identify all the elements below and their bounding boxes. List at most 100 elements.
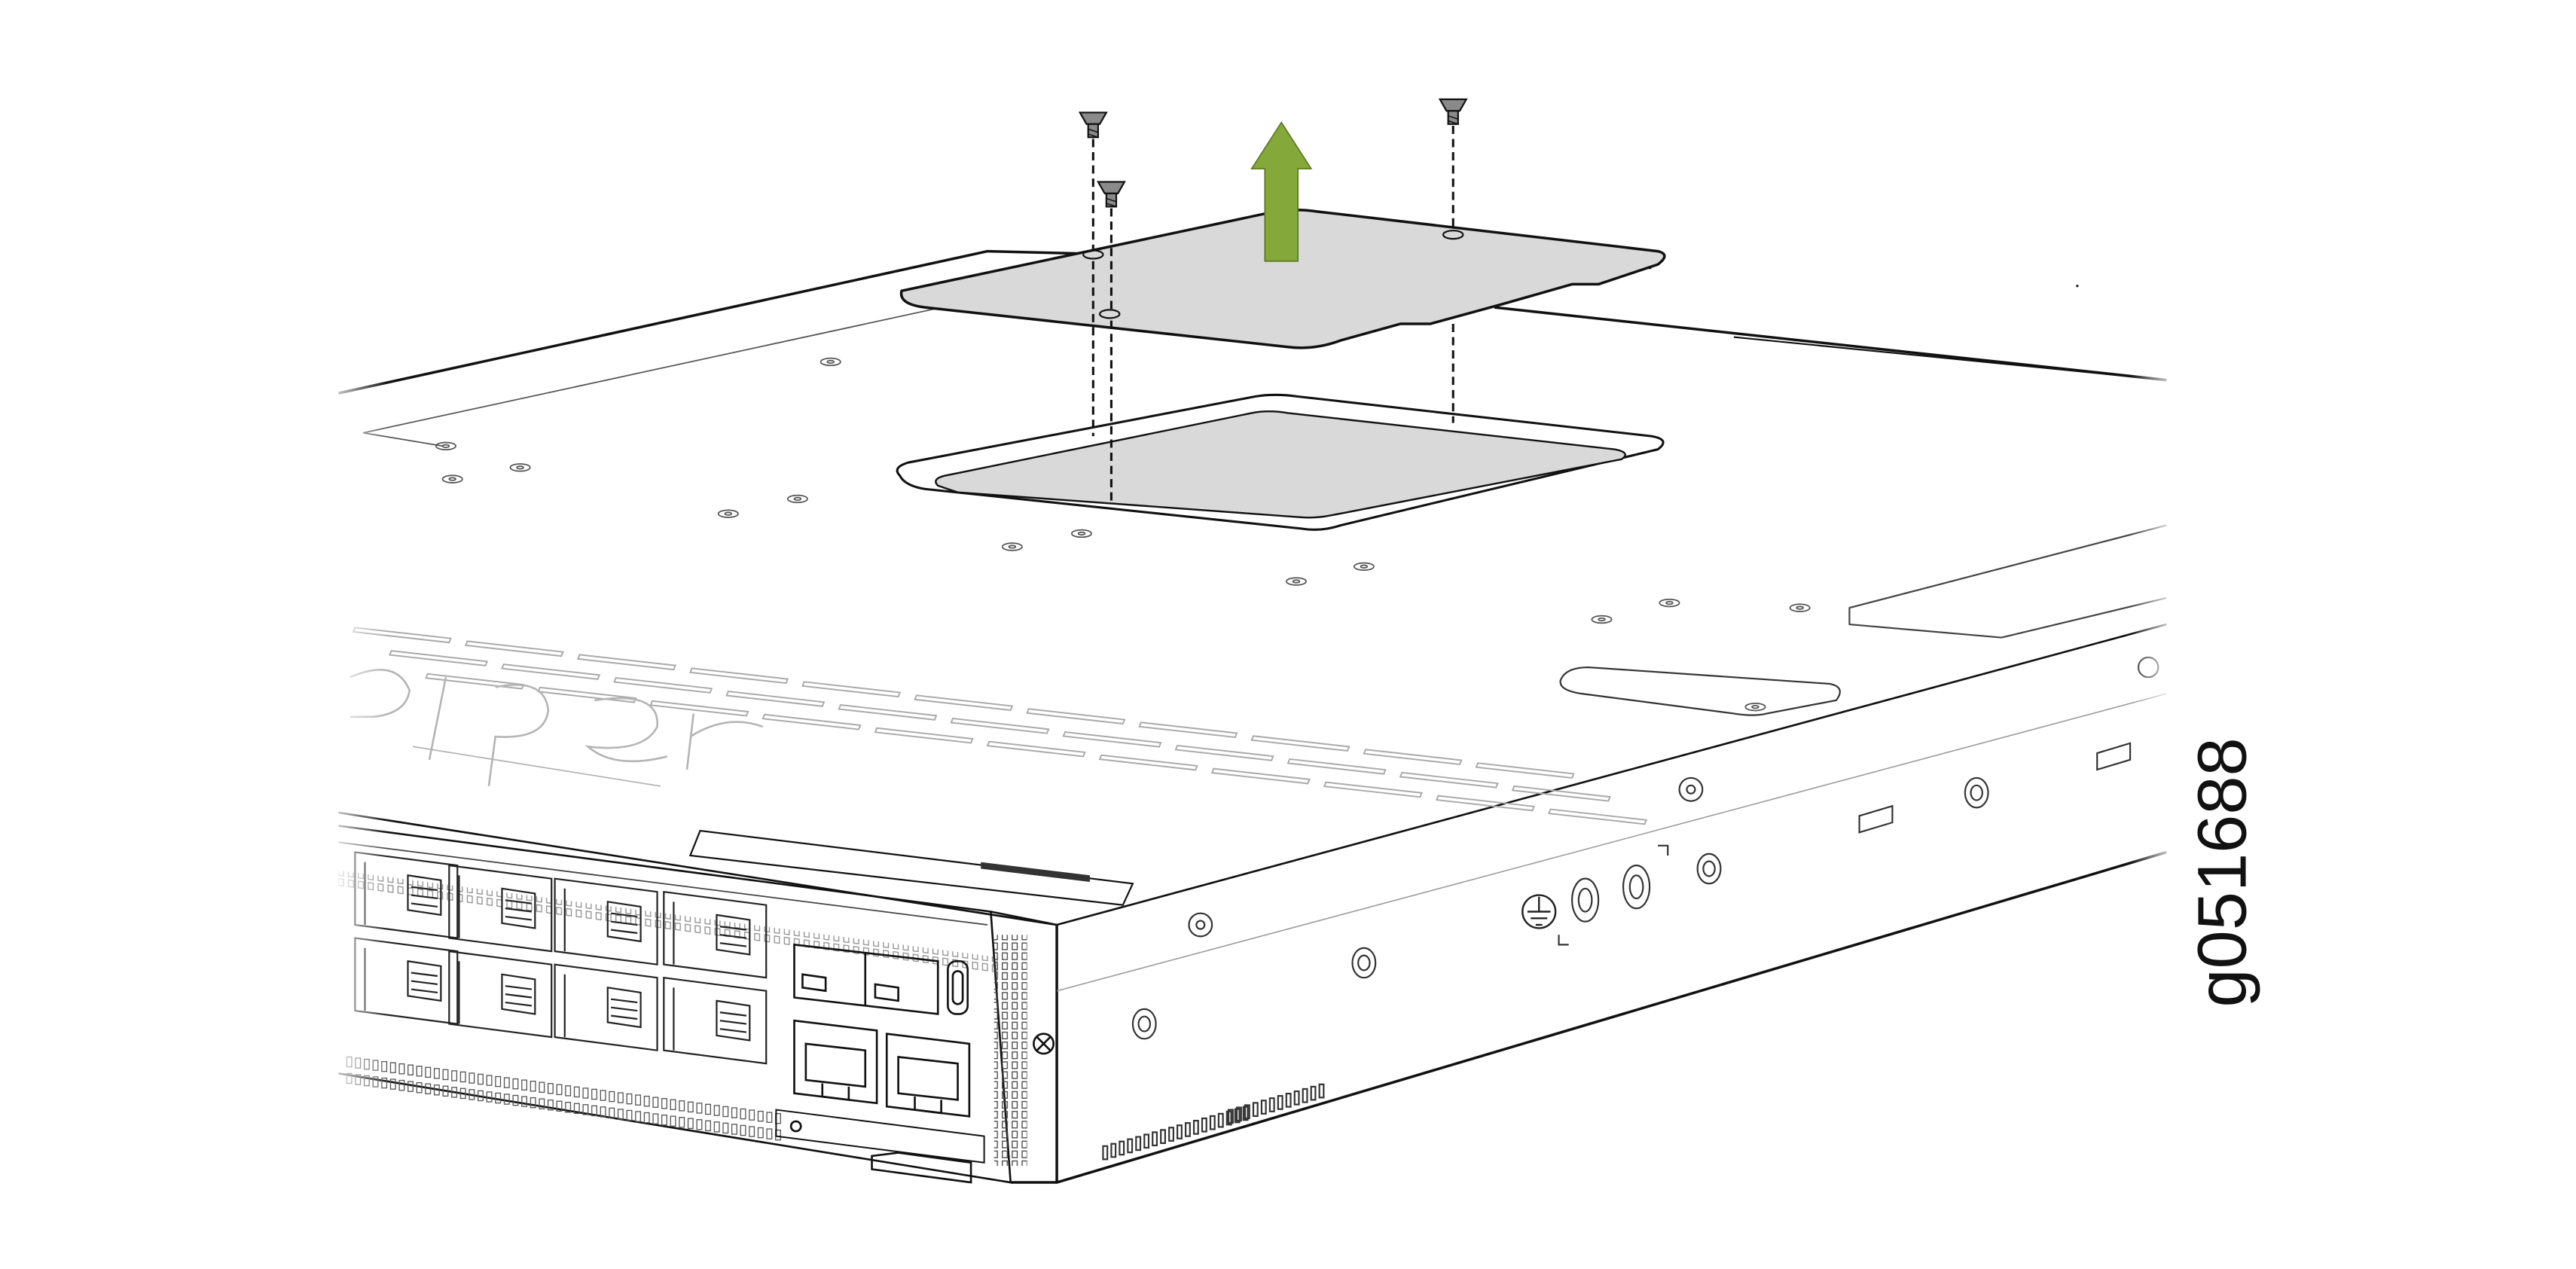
- speck: [2076, 284, 2079, 288]
- side-vent: [1252, 1102, 1259, 1118]
- vent-slot: [986, 740, 1086, 758]
- qsfp-port: [793, 943, 939, 1015]
- sfp-port: [448, 950, 553, 1039]
- grounding-stud: [1622, 865, 1651, 910]
- vent-slot: [874, 727, 974, 744]
- vent-slot: [762, 713, 862, 731]
- vent-slot: [1138, 721, 1238, 739]
- side-vent: [1302, 1087, 1308, 1103]
- sfp-port-cages: [346, 851, 781, 1141]
- side-vent: [1235, 1106, 1242, 1122]
- vent-slot: [950, 717, 1050, 734]
- side-vent: [1209, 1115, 1216, 1130]
- standoff-screw: [1696, 853, 1722, 885]
- side-vent: [1143, 1133, 1150, 1149]
- mounting-hole: [1789, 603, 1811, 612]
- access-opening: [896, 393, 1665, 531]
- side-vent: [1119, 1140, 1125, 1156]
- cover-panel: [899, 209, 1666, 349]
- vent-slot: [914, 694, 1014, 712]
- top-surface-holes: [435, 357, 1811, 712]
- vent-slot: [1026, 708, 1126, 725]
- vent-slot: [838, 703, 938, 721]
- side-vent: [1277, 1095, 1283, 1110]
- side-vent: [1227, 1109, 1234, 1124]
- side-vent: [1152, 1131, 1158, 1147]
- standoff-screw: [1964, 776, 1989, 809]
- side-vent: [1260, 1100, 1267, 1115]
- mounting-hole: [441, 474, 463, 484]
- sfp-port: [448, 864, 553, 953]
- serial-label: [981, 862, 1090, 883]
- vent-slot: [537, 686, 637, 703]
- side-vent: [1135, 1136, 1142, 1152]
- vent-slot: [613, 677, 713, 694]
- mounting-hole: [509, 463, 531, 472]
- vent-slot: [1475, 762, 1575, 779]
- mounting-hole: [1659, 598, 1680, 608]
- grounding-stud: [1570, 877, 1600, 923]
- sfp-port: [663, 890, 768, 979]
- side-vent: [1293, 1090, 1300, 1106]
- vent-slot: [1210, 767, 1311, 785]
- mounting-hole: [717, 509, 739, 518]
- right-fade: [2130, 231, 2180, 1222]
- side-vent: [1127, 1138, 1134, 1154]
- vent-slot: [688, 667, 789, 685]
- vent-slot: [501, 663, 601, 680]
- vent-slot: [649, 700, 749, 717]
- vent-slot: [1435, 795, 1536, 812]
- mounting-hole: [1353, 562, 1375, 572]
- flat-head-screw-icon: [1096, 181, 1126, 208]
- vent-slot: [1098, 754, 1198, 771]
- vent-slot: [801, 681, 902, 698]
- vent-slot: [388, 650, 489, 667]
- management-ports: [775, 935, 1055, 1184]
- side-vent: [1285, 1092, 1292, 1108]
- sfp-port: [554, 963, 658, 1051]
- flat-head-screw-icon: [1438, 98, 1468, 125]
- mounting-hole: [1001, 542, 1023, 551]
- side-vent: [1268, 1097, 1275, 1112]
- standoff-screw: [1351, 947, 1377, 979]
- vent-slot: [1399, 771, 1499, 789]
- switch-chassis: [338, 249, 2167, 1184]
- side-panel-details: [1102, 656, 2159, 1161]
- panel-screw-hole: [1442, 230, 1464, 240]
- mounting-hole: [1744, 702, 1766, 712]
- top-slot-cutout: [1559, 666, 1841, 716]
- mounting-hole: [819, 357, 841, 367]
- ground-symbol-icon: [1521, 894, 1557, 929]
- vent-slot: [1511, 785, 1611, 802]
- side-vent: [1160, 1129, 1166, 1144]
- side-vent: [1177, 1124, 1183, 1139]
- vent-slot: [425, 673, 525, 690]
- vent-slot: [1286, 758, 1387, 775]
- rj45-port: [885, 1033, 971, 1118]
- sfp-port: [554, 877, 658, 965]
- side-vent: [1184, 1122, 1191, 1137]
- side-vent: [1192, 1119, 1199, 1135]
- top-ventilation-slots: [352, 627, 1648, 825]
- vent-slot: [1250, 735, 1351, 752]
- mounting-hole: [1591, 615, 1613, 624]
- vent-slot: [1323, 781, 1423, 798]
- up-arrow-icon: [1250, 120, 1313, 262]
- mounting-hole: [1070, 529, 1092, 538]
- front-vent-grille: [346, 1056, 781, 1141]
- side-vent: [1318, 1083, 1325, 1099]
- rj45-port: [793, 1019, 878, 1105]
- vent-slot: [1062, 731, 1162, 748]
- side-vent: [1110, 1142, 1117, 1158]
- side-vent: [1310, 1085, 1317, 1101]
- mounting-hole: [1285, 577, 1307, 586]
- side-vent: [1168, 1127, 1174, 1142]
- side-vent: [1217, 1112, 1224, 1128]
- side-vent: [1244, 1104, 1250, 1120]
- side-vent: [1201, 1117, 1207, 1133]
- mounting-hole: [786, 494, 808, 504]
- vent-slot: [1547, 808, 1648, 825]
- mounting-hole: [435, 441, 456, 450]
- usb-port: [947, 959, 969, 1015]
